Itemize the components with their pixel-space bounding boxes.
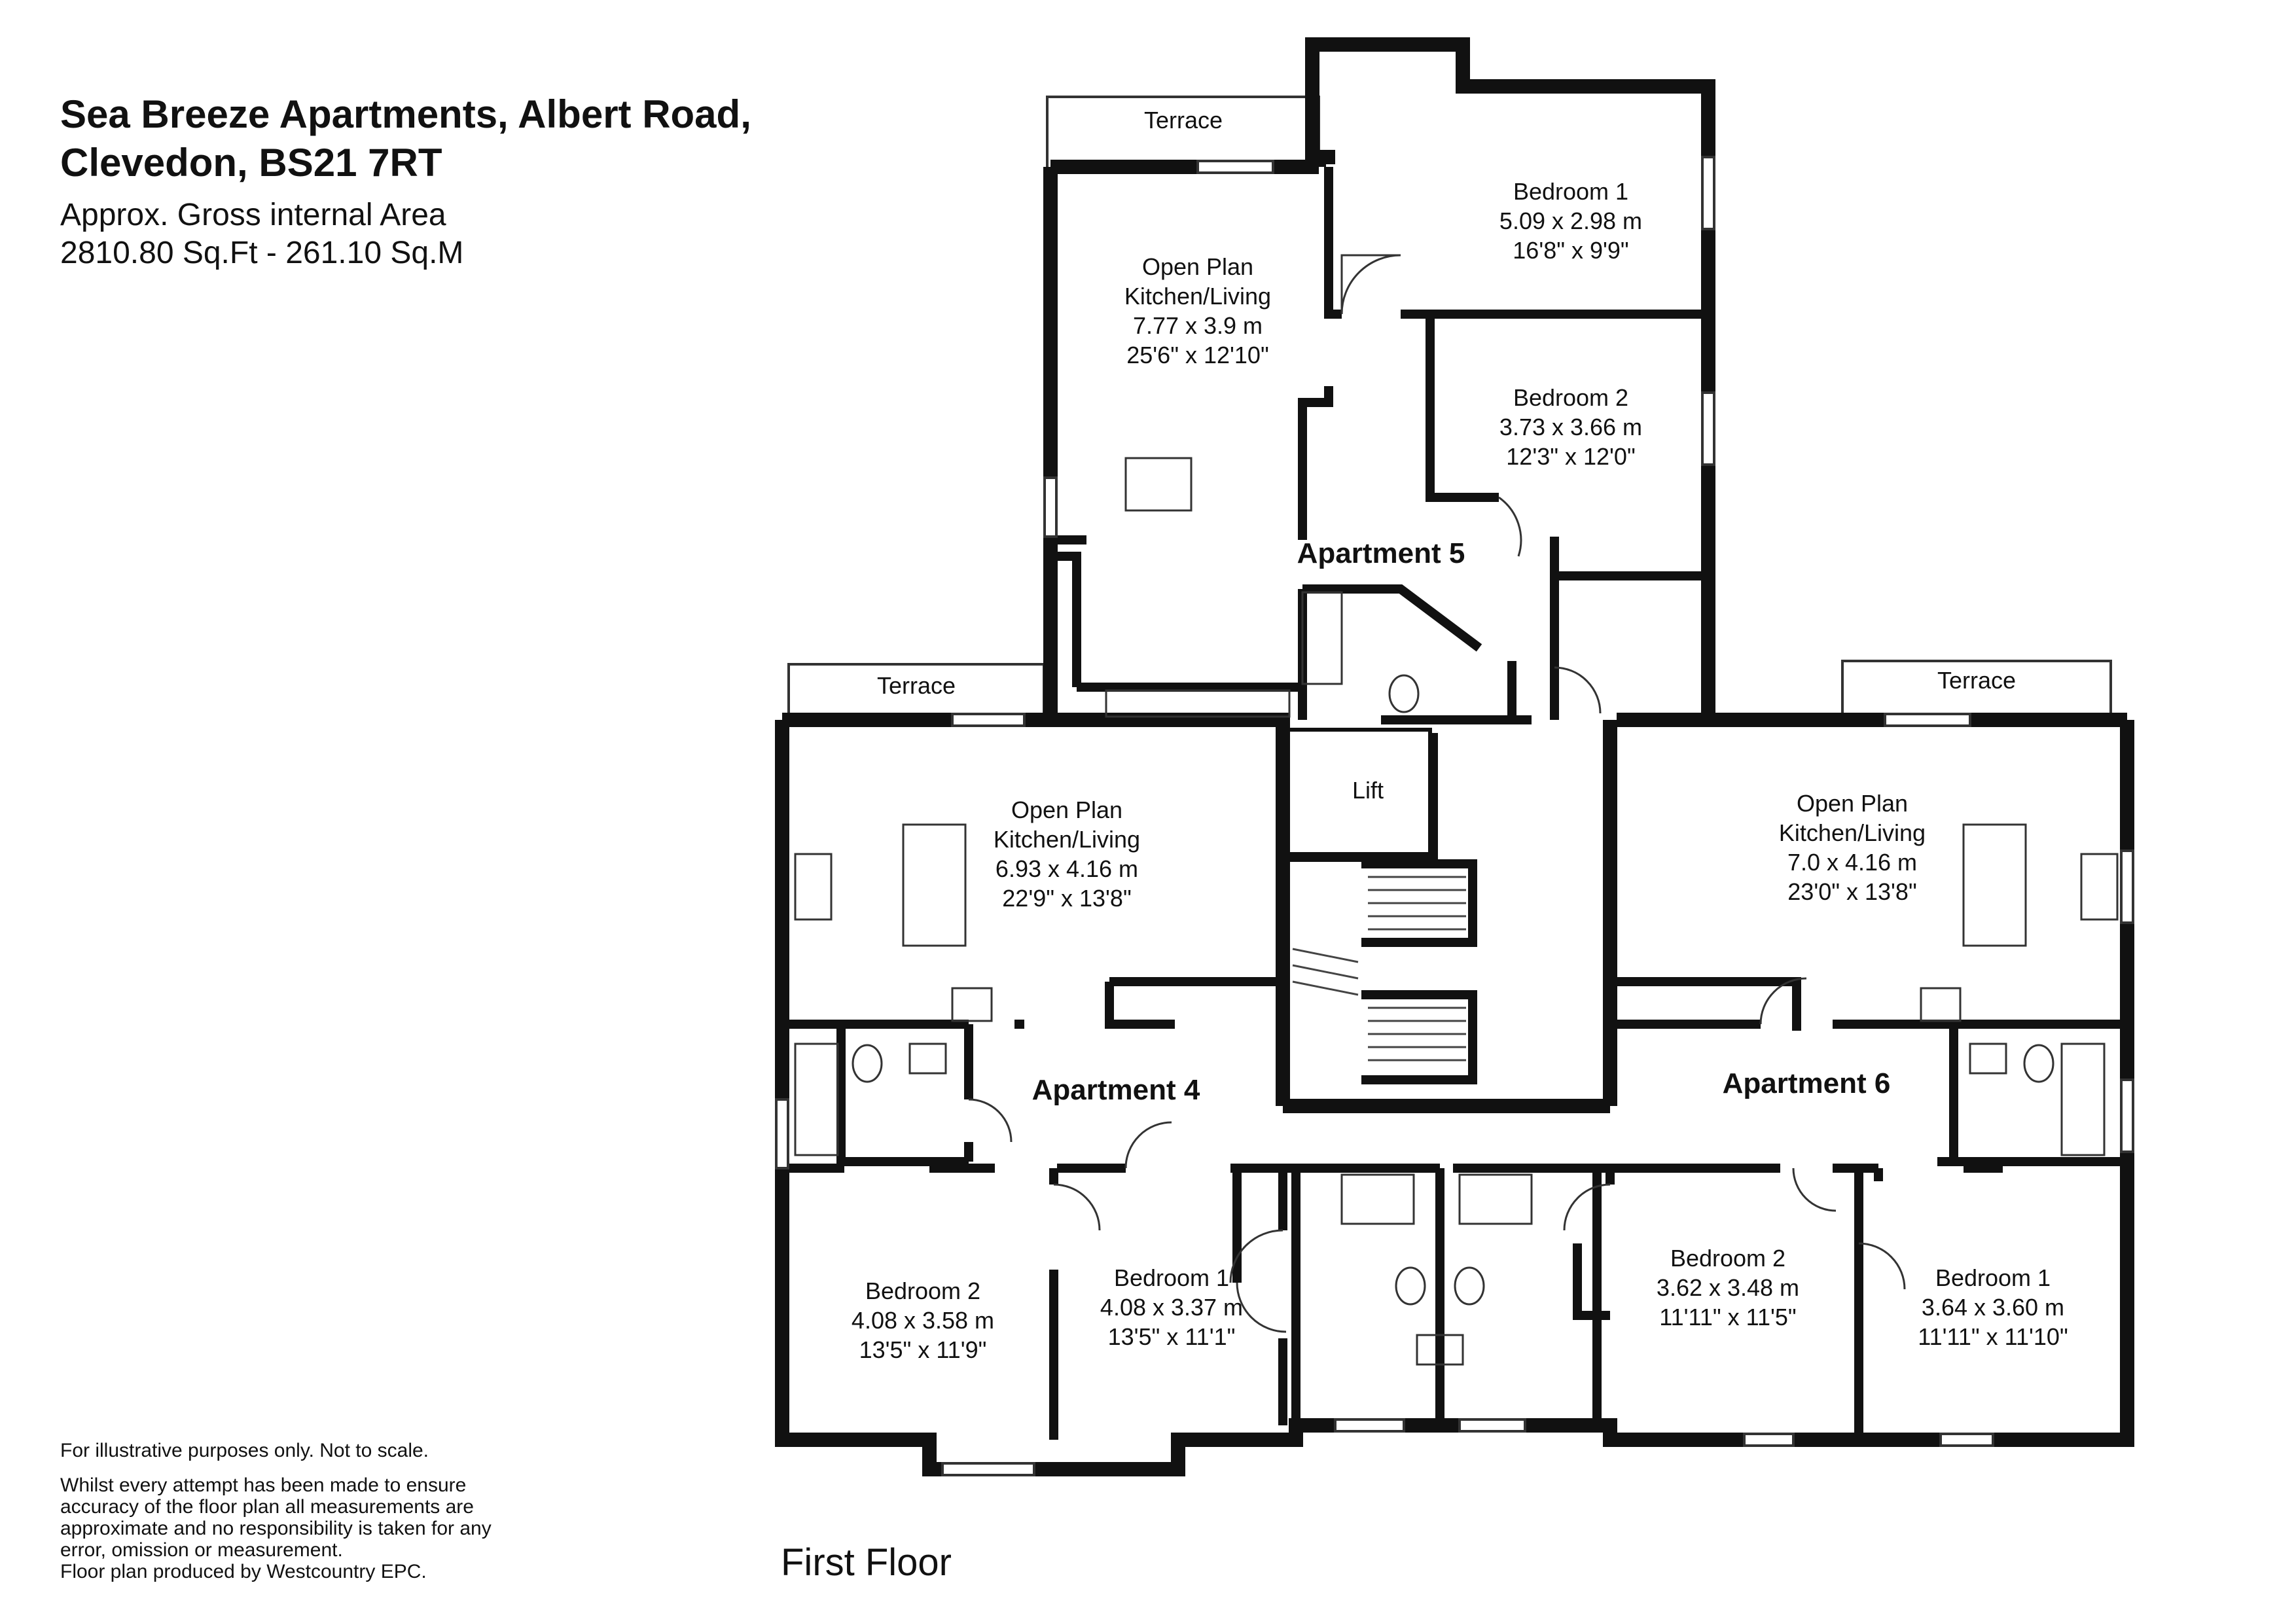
title-line-1: Sea Breeze Apartments, Albert Road, <box>60 92 751 136</box>
a6-bed2-metric: 3.62 x 3.48 m <box>1657 1274 1799 1301</box>
a5-bed2-name: Bedroom 2 <box>1513 384 1628 411</box>
a5-bed2-metric: 3.73 x 3.66 m <box>1499 414 1642 440</box>
disclaimer-line-1: For illustrative purposes only. Not to s… <box>60 1440 429 1461</box>
apartment-5-label: Apartment 5 <box>1297 537 1465 569</box>
area-line-2: 2810.80 Sq.Ft - 261.10 Sq.M <box>60 236 464 270</box>
a4-bed1-metric: 4.08 x 3.37 m <box>1100 1294 1243 1321</box>
a6-bed2-name: Bedroom 2 <box>1670 1245 1785 1272</box>
area-line-1: Approx. Gross internal Area <box>60 198 446 232</box>
apartment-6-label: Apartment 6 <box>1723 1067 1891 1099</box>
lift-label: Lift <box>1352 777 1384 804</box>
a5-kitchen-imperial: 25'6" x 12'10" <box>1126 342 1268 368</box>
a4-bed2-metric: 4.08 x 3.58 m <box>852 1307 994 1334</box>
door-swings <box>968 254 1906 1333</box>
a4-bed1-name: Bedroom 1 <box>1114 1264 1229 1291</box>
title-line-2: Clevedon, BS21 7RT <box>60 141 442 185</box>
a4-bed1-imperial: 13'5" x 11'1" <box>1108 1323 1236 1350</box>
lift-shaft <box>1284 728 1432 856</box>
terrace-label-a6: Terrace <box>1937 667 2016 694</box>
a5-bed2-imperial: 12'3" x 12'0" <box>1506 443 1635 470</box>
a5-bed1-metric: 5.09 x 2.98 m <box>1499 207 1642 234</box>
a5-kitchen-metric: 7.77 x 3.9 m <box>1133 312 1263 339</box>
interior-walls <box>778 167 2127 1440</box>
a6-bed1-name: Bedroom 1 <box>1935 1264 2051 1291</box>
fixtures <box>794 457 2119 1366</box>
header: Sea Breeze Apartments, Albert Road, Clev… <box>60 90 751 272</box>
a5-kitchen-name2: Kitchen/Living <box>1124 283 1271 310</box>
a6-bed2-imperial: 11'11" x 11'5" <box>1659 1304 1796 1330</box>
a4-kitchen-metric: 6.93 x 4.16 m <box>996 855 1138 882</box>
windows <box>775 156 2134 1476</box>
a4-kitchen-name1: Open Plan <box>1011 796 1122 823</box>
a6-bed1-metric: 3.64 x 3.60 m <box>1922 1294 2064 1321</box>
a6-kitchen-imperial: 23'0" x 13'8" <box>1787 878 1916 905</box>
a5-bed1-imperial: 16'8" x 9'9" <box>1513 237 1628 264</box>
a4-kitchen-imperial: 22'9" x 13'8" <box>1002 885 1131 912</box>
a6-kitchen-name1: Open Plan <box>1797 790 1908 817</box>
floor-label: First Floor <box>781 1541 952 1584</box>
a4-kitchen-name2: Kitchen/Living <box>994 826 1140 853</box>
a6-kitchen-name2: Kitchen/Living <box>1779 819 1926 846</box>
a5-kitchen-name1: Open Plan <box>1142 253 1253 280</box>
a5-bed1-name: Bedroom 1 <box>1513 178 1628 205</box>
a4-bed2-imperial: 13'5" x 11'9" <box>859 1336 987 1363</box>
disclaimer: For illustrative purposes only. Not to s… <box>60 1440 531 1596</box>
a4-bed2-name: Bedroom 2 <box>865 1277 980 1304</box>
terrace-label-a5: Terrace <box>1144 107 1223 134</box>
exterior-walls <box>775 37 2134 1476</box>
terrace-label-a4: Terrace <box>877 672 956 699</box>
disclaimer-line-3: Floor plan produced by Westcountry EPC. <box>60 1561 427 1582</box>
a6-bed1-imperial: 11'11" x 11'10" <box>1918 1323 2068 1350</box>
stairs <box>1292 876 1466 1061</box>
a6-kitchen-metric: 7.0 x 4.16 m <box>1787 849 1917 876</box>
room-labels: Terrace Terrace Terrace Lift Open Plan K… <box>852 107 2068 1363</box>
disclaimer-line-2: Whilst every attempt has been made to en… <box>60 1474 492 1561</box>
apartment-4-label: Apartment 4 <box>1032 1074 1200 1106</box>
